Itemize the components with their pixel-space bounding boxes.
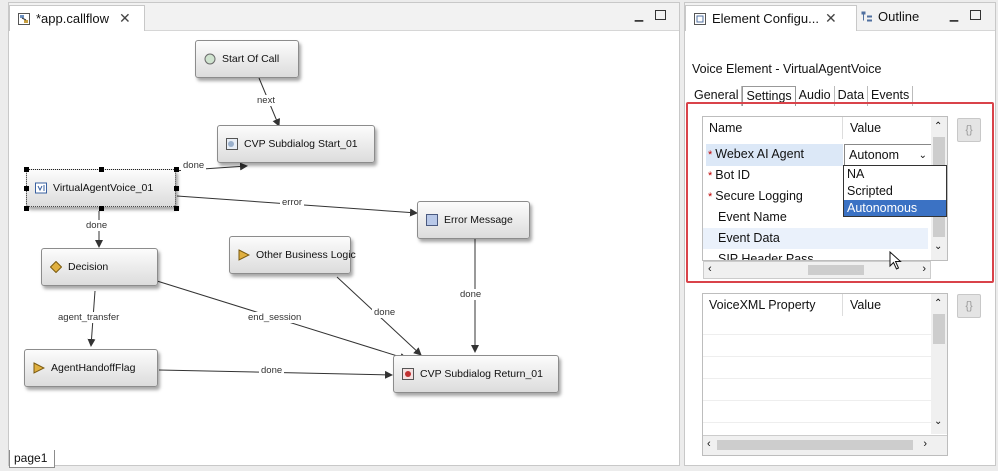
maximize-icon[interactable] [655, 10, 666, 20]
vertical-scrollbar[interactable]: ⌃ ⌄ [931, 294, 947, 434]
callflow-file-icon [18, 12, 30, 25]
subtab-audio[interactable]: Audio [796, 86, 835, 106]
subtab-settings[interactable]: Settings [742, 86, 796, 106]
edge-label-done: done [84, 220, 110, 231]
subtab-general[interactable]: General [691, 86, 743, 106]
editor-tabbar: *app.callflow ✕ ▁ [9, 3, 679, 31]
subtab-bar: General Settings Audio Data Events [691, 86, 914, 106]
edge-label-done: done [372, 307, 398, 318]
table-row[interactable]: *Bot ID [708, 168, 751, 182]
scroll-down-icon[interactable]: ⌄ [934, 416, 943, 427]
scroll-right-icon[interactable]: › [922, 263, 926, 275]
tab-label: *app.callflow [36, 11, 109, 26]
selection-handle[interactable] [174, 206, 179, 211]
page-tab[interactable]: page1 [9, 450, 55, 468]
start-call-icon [204, 53, 216, 65]
edge-label-error: error [280, 197, 305, 208]
element-configuration-panel: Element Configu... ✕ Outline ▁ Voice Ele… [684, 2, 996, 466]
tab-element-configuration[interactable]: Element Configu... ✕ [685, 5, 857, 31]
play-icon [238, 249, 250, 261]
selection-handle[interactable] [99, 167, 104, 172]
edge-label-agent-transfer: agent_transfer [56, 312, 122, 323]
scroll-down-icon[interactable]: ⌄ [934, 241, 943, 252]
selection-handle[interactable] [174, 186, 179, 191]
close-icon[interactable]: ✕ [824, 10, 837, 26]
selection-handle[interactable] [99, 206, 104, 211]
edge-label-done: done [458, 289, 484, 300]
outline-icon [861, 11, 872, 21]
edge-label-done: done [259, 365, 285, 376]
column-header-value[interactable]: Value [850, 298, 882, 312]
scroll-up-icon[interactable]: ⌃ [934, 298, 943, 309]
scroll-left-icon[interactable]: ‹ [708, 263, 712, 275]
scroll-right-icon[interactable]: › [923, 438, 927, 450]
virtual-agent-icon [35, 182, 47, 194]
edge-label-end-session: end_session [246, 312, 304, 323]
table-row[interactable]: *Webex AI Agent Autonom⌄ [703, 144, 934, 167]
dropdown-option-autonomous[interactable]: Autonomous [844, 200, 946, 216]
chevron-down-icon: ⌄ [918, 150, 927, 161]
node-cvp-subdialog-return[interactable]: CVP Subdialog Return_01 [393, 355, 559, 393]
play-icon [33, 362, 45, 374]
expression-button[interactable]: {} [957, 118, 981, 142]
minimize-icon[interactable]: ▁ [634, 10, 644, 22]
scrollbar-thumb[interactable] [808, 265, 864, 275]
message-icon [426, 214, 438, 226]
node-cvp-subdialog-start[interactable]: CVP Subdialog Start_01 [217, 125, 375, 163]
selection-handle[interactable] [24, 186, 29, 191]
column-header-voicexml-property[interactable]: VoiceXML Property [703, 294, 843, 316]
braces-icon: {} [965, 124, 973, 136]
tab-outline[interactable]: Outline [861, 9, 919, 24]
selection-handle[interactable] [24, 167, 29, 172]
selection-handle[interactable] [174, 167, 179, 172]
dropdown-option-na[interactable]: NA [847, 167, 865, 181]
callflow-editor: *app.callflow ✕ ▁ next done error done a… [8, 2, 680, 468]
column-header-value[interactable]: Value [850, 121, 882, 135]
subdialog-return-icon [402, 368, 414, 380]
mouse-cursor-icon [889, 251, 902, 270]
braces-icon: {} [965, 300, 973, 312]
panel-tabbar: Element Configu... ✕ Outline ▁ [685, 3, 995, 31]
node-virtual-agent-voice[interactable]: VirtualAgentVoice_01 [26, 169, 176, 207]
table-row[interactable]: Event Name [718, 210, 787, 224]
maximize-icon[interactable] [970, 10, 981, 20]
subtab-data[interactable]: Data [835, 86, 869, 106]
selection-handle[interactable] [24, 206, 29, 211]
scroll-up-icon[interactable]: ⌃ [934, 121, 943, 132]
decision-icon [50, 261, 62, 273]
horizontal-scrollbar[interactable]: ‹ › [703, 435, 947, 455]
node-decision[interactable]: Decision [41, 248, 158, 286]
horizontal-scrollbar[interactable]: ‹ › [703, 261, 931, 279]
element-title: Voice Element - VirtualAgentVoice [692, 62, 882, 76]
voicexml-properties-table: VoiceXML Property Value ⌃ ⌄ ‹ › [702, 293, 948, 456]
column-header-name[interactable]: Name [703, 117, 843, 139]
subtab-events[interactable]: Events [868, 86, 914, 106]
node-start-of-call[interactable]: Start Of Call [195, 40, 299, 78]
minimize-icon[interactable]: ▁ [949, 10, 959, 22]
table-row[interactable]: *Secure Logging [708, 189, 803, 203]
dropdown-list: NA Scripted Autonomous [843, 165, 947, 217]
tab-app-callflow[interactable]: *app.callflow ✕ [9, 5, 145, 31]
expression-button[interactable]: {} [957, 294, 981, 318]
table-row[interactable]: Event Data [703, 228, 928, 249]
node-error-message[interactable]: Error Message [417, 201, 530, 239]
scroll-left-icon[interactable]: ‹ [707, 438, 711, 450]
dropdown-option-scripted[interactable]: Scripted [847, 184, 893, 198]
highlight-box [686, 102, 994, 283]
node-other-business-logic[interactable]: Other Business Logic [229, 236, 356, 274]
element-config-icon [694, 12, 706, 25]
node-agent-handoff-flag[interactable]: AgentHandoffFlag [24, 349, 158, 387]
edge-label-done: done [181, 160, 207, 171]
scrollbar-thumb[interactable] [933, 314, 945, 344]
edge-label-next: next [255, 95, 277, 106]
value-select[interactable]: Autonom⌄ [844, 144, 934, 167]
table-row[interactable]: SIP Header Pass... [718, 252, 825, 261]
scrollbar-thumb[interactable] [717, 440, 913, 450]
flow-connectors [87, 77, 479, 379]
close-icon[interactable]: ✕ [119, 10, 131, 26]
subdialog-start-icon [226, 138, 238, 150]
